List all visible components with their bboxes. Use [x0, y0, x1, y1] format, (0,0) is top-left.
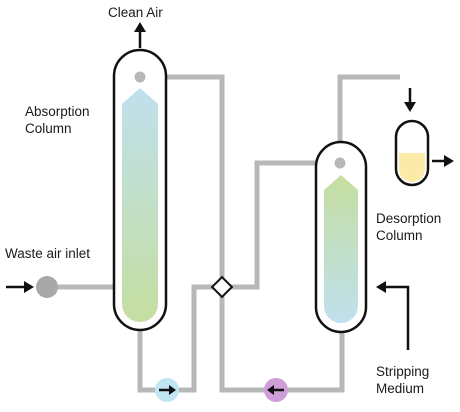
desorption-column-label: Desorption Column [376, 211, 442, 243]
absorption-column-label: Absorption Column [25, 104, 90, 136]
absorption-spray-nozzle [134, 71, 146, 83]
stripping-medium-label: Stripping Medium [376, 364, 430, 396]
inlet-dot [36, 276, 58, 298]
collector-feed-arrow [404, 88, 416, 112]
product-collector-liquid [399, 153, 425, 182]
collector-outlet-arrow [432, 155, 454, 167]
pipes [48, 74, 400, 393]
clean-air-arrow [134, 22, 146, 48]
blue-pump [155, 378, 179, 402]
waste-air-inlet-arrow [6, 281, 34, 293]
absorber-bottom-to-blue-pump-pipe [137, 284, 214, 393]
junction-valve [210, 275, 234, 299]
blue-pump-arrow-head [169, 385, 176, 395]
stripping-medium-arrow [376, 281, 410, 350]
product-collector [394, 119, 430, 187]
purple-pump-arrow-head [267, 385, 274, 395]
absorber-top-to-junction-pipe [140, 74, 225, 287]
clean-air-label: Clean Air [108, 5, 163, 20]
desorption-spray-nozzle [334, 157, 346, 169]
desorber-exit-pipe [337, 74, 400, 144]
absorption-column [112, 48, 168, 332]
purple-pump [264, 378, 288, 402]
junction-to-desorber-pipe [222, 160, 340, 290]
desorption-column-packing [324, 175, 358, 323]
absorption-column-packing [122, 88, 158, 322]
desorption-column [314, 140, 368, 334]
waste-air-inlet-label: Waste air inlet [5, 246, 91, 261]
